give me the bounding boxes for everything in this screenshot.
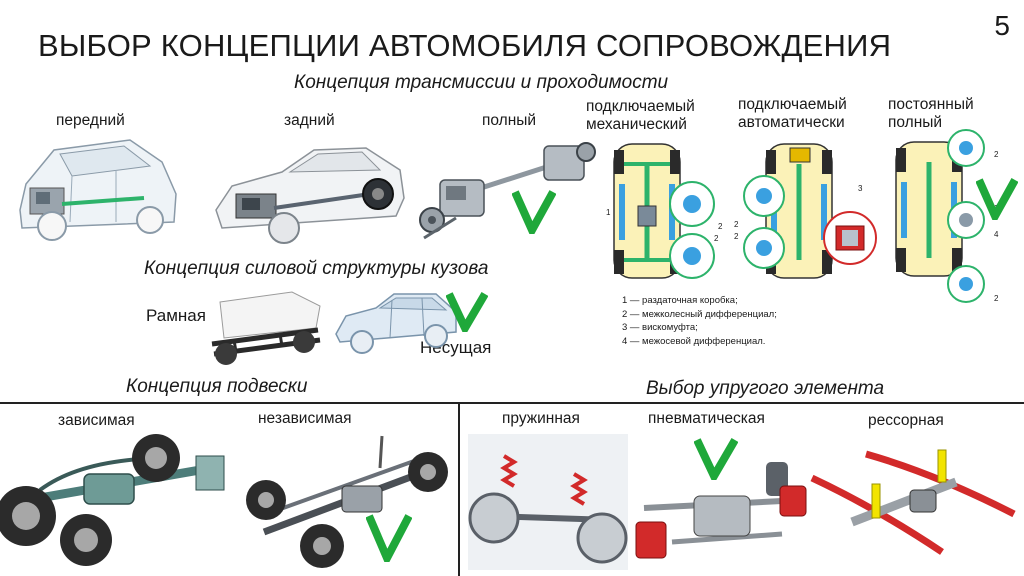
awd-auto-scheme-image — [743, 143, 877, 279]
selected-check-air-spring-icon — [694, 437, 738, 480]
coil-spring-label: пружинная — [502, 410, 580, 427]
callout-2c: 2 — [734, 220, 739, 229]
awd-permanent-line1: постоянный — [888, 96, 974, 113]
awd-manual-label: подключаемый механический — [586, 98, 695, 134]
section-divider-vertical — [458, 402, 460, 576]
callout-2e: 2 — [994, 150, 999, 159]
callout-2a: 2 — [718, 222, 723, 231]
callout-3: 3 — [858, 184, 863, 193]
rear-drive-car-image — [215, 147, 405, 244]
independent-suspension-image — [246, 435, 448, 568]
dependent-suspension-image — [0, 434, 225, 566]
awd-manual-scheme-image — [613, 143, 715, 279]
page-number: 5 — [994, 10, 1010, 41]
legend-item-1: 1 — раздаточная коробка; — [622, 295, 738, 306]
callout-2g: 2 — [994, 294, 999, 303]
selected-check-unibody-icon — [446, 291, 488, 332]
callout-2d: 2 — [734, 232, 739, 241]
leaf-spring-image — [810, 449, 1016, 555]
awd-manual-line2: механический — [586, 115, 687, 133]
suspension-heading: Концепция подвески — [126, 376, 308, 397]
callout-2b: 2 — [714, 234, 719, 243]
transmission-heading: Концепция трансмиссии и проходимости — [294, 72, 669, 93]
selected-check-awd-icon — [512, 190, 556, 234]
callout-1: 1 — [606, 208, 611, 217]
spring-heading: Выбор упругого элемента — [646, 378, 885, 399]
body-structure-heading: Концепция силовой структуры кузова — [144, 258, 489, 279]
section-divider-horizontal — [0, 402, 1024, 404]
all-wheel-drive-label: полный — [482, 112, 537, 129]
frame-chassis-image — [211, 291, 321, 365]
independent-suspension-label: независимая — [258, 410, 352, 427]
air-spring-image — [635, 462, 807, 559]
leaf-spring-label: рессорная — [868, 412, 944, 429]
selected-check-permanent-awd-icon — [976, 178, 1018, 220]
legend-item-3: 3 — вискомуфта; — [622, 322, 698, 334]
coil-spring-image — [468, 434, 628, 570]
awd-drivetrain-image — [419, 142, 596, 240]
page-title: ВЫБОР КОНЦЕПЦИИ АВТОМОБИЛЯ СОПРОВОЖДЕНИЯ — [38, 28, 892, 63]
legend-item-4: 4 — межосевой дифференциал. — [622, 335, 766, 347]
selected-check-independent-icon — [366, 514, 412, 562]
awd-permanent-scheme-image — [895, 129, 985, 303]
awd-auto-line1: подключаемый — [738, 96, 847, 113]
awd-manual-line1: подключаемый — [586, 98, 695, 115]
legend-item-2: 2 — межколесный дифференциал; — [622, 308, 777, 320]
front-drive-car-image — [19, 139, 177, 241]
awd-auto-label: подключаемый автоматически — [738, 96, 847, 132]
rear-drive-label: задний — [284, 112, 335, 129]
dependent-suspension-label: зависимая — [58, 412, 135, 429]
awd-permanent-line2: полный — [888, 113, 943, 131]
awd-permanent-label: постоянный полный — [888, 96, 974, 132]
front-drive-label: передний — [56, 112, 125, 129]
awd-legend: 1 — раздаточная коробка; 2 — межколесный… — [622, 294, 777, 348]
unibody-image — [335, 293, 457, 354]
callout-4: 4 — [994, 230, 999, 239]
awd-auto-line2: автоматически — [738, 113, 845, 131]
air-spring-label: пневматическая — [648, 410, 765, 427]
frame-body-label: Рамная — [146, 306, 206, 325]
